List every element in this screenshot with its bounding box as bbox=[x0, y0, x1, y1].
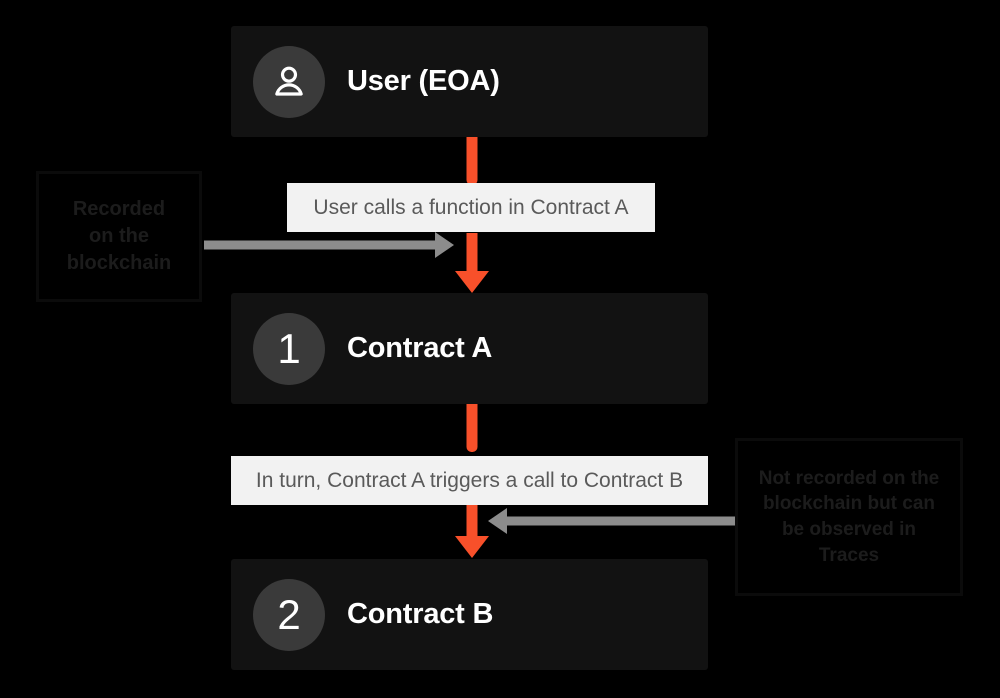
annotation-arrow-shaft bbox=[204, 240, 436, 250]
node-contract-a[interactable]: 1 Contract A bbox=[231, 293, 708, 404]
flow-arrow-shaft-upper bbox=[466, 137, 478, 185]
annotation-arrow-recorded bbox=[204, 232, 454, 258]
note-not-recorded-line-3: be observed in bbox=[781, 519, 917, 540]
flow-arrow-2-shaft-lower bbox=[466, 504, 478, 540]
annotation-arrow-2-shaft bbox=[504, 516, 736, 526]
note-not-recorded-line-4: Traces bbox=[818, 544, 880, 566]
step-number-badge-1: 1 bbox=[253, 312, 325, 385]
node-contract-a-label: Contract A bbox=[347, 332, 493, 364]
note-not-recorded-text: Not recorded on the blockchain but can b… bbox=[759, 466, 940, 569]
flow-arrow-shaft-lower bbox=[466, 233, 478, 273]
annotation-arrow-head-left bbox=[488, 508, 507, 534]
step-label-2: In turn, Contract A triggers a call to C… bbox=[231, 456, 708, 505]
step-label-2-text: In turn, Contract A triggers a call to C… bbox=[255, 468, 684, 492]
note-not-recorded-line-1: Not recorded on the bbox=[758, 467, 940, 489]
annotation-arrow-head-right bbox=[435, 232, 454, 258]
note-recorded-text: Recorded on the blockchain bbox=[67, 196, 171, 277]
note-not-recorded-line-2: blockchain but can bbox=[762, 493, 936, 515]
flow-arrow-2-head bbox=[455, 536, 489, 558]
node-user[interactable]: User (EOA) bbox=[231, 26, 708, 137]
node-contract-b-label: Contract B bbox=[347, 598, 494, 630]
person-icon bbox=[275, 66, 303, 96]
annotation-arrow-not-recorded bbox=[488, 508, 736, 534]
step-number-2: 2 bbox=[277, 590, 301, 638]
note-recorded-on-blockchain: Recorded on the blockchain bbox=[36, 171, 202, 302]
note-recorded-line-3: blockchain bbox=[66, 252, 172, 274]
node-contract-b[interactable]: 2 Contract B bbox=[231, 559, 708, 670]
flow-arrow-head bbox=[455, 271, 489, 293]
note-recorded-line-2: on the bbox=[88, 225, 149, 247]
step-number-badge-2: 2 bbox=[253, 578, 325, 651]
flow-arrow-2-shaft-upper bbox=[466, 404, 478, 452]
step-number-1: 1 bbox=[277, 324, 301, 372]
step-label-1: User calls a function in Contract A bbox=[287, 183, 655, 232]
note-recorded-line-1: Recorded bbox=[72, 198, 166, 220]
flow-arrow-user-to-contract-a bbox=[452, 137, 492, 293]
note-not-recorded-on-blockchain: Not recorded on the blockchain but can b… bbox=[735, 438, 963, 596]
step-label-1-text: User calls a function in Contract A bbox=[313, 195, 629, 219]
person-icon-badge bbox=[253, 45, 325, 118]
node-user-label: User (EOA) bbox=[347, 65, 500, 97]
flow-arrow-contract-a-to-contract-b bbox=[452, 404, 492, 560]
